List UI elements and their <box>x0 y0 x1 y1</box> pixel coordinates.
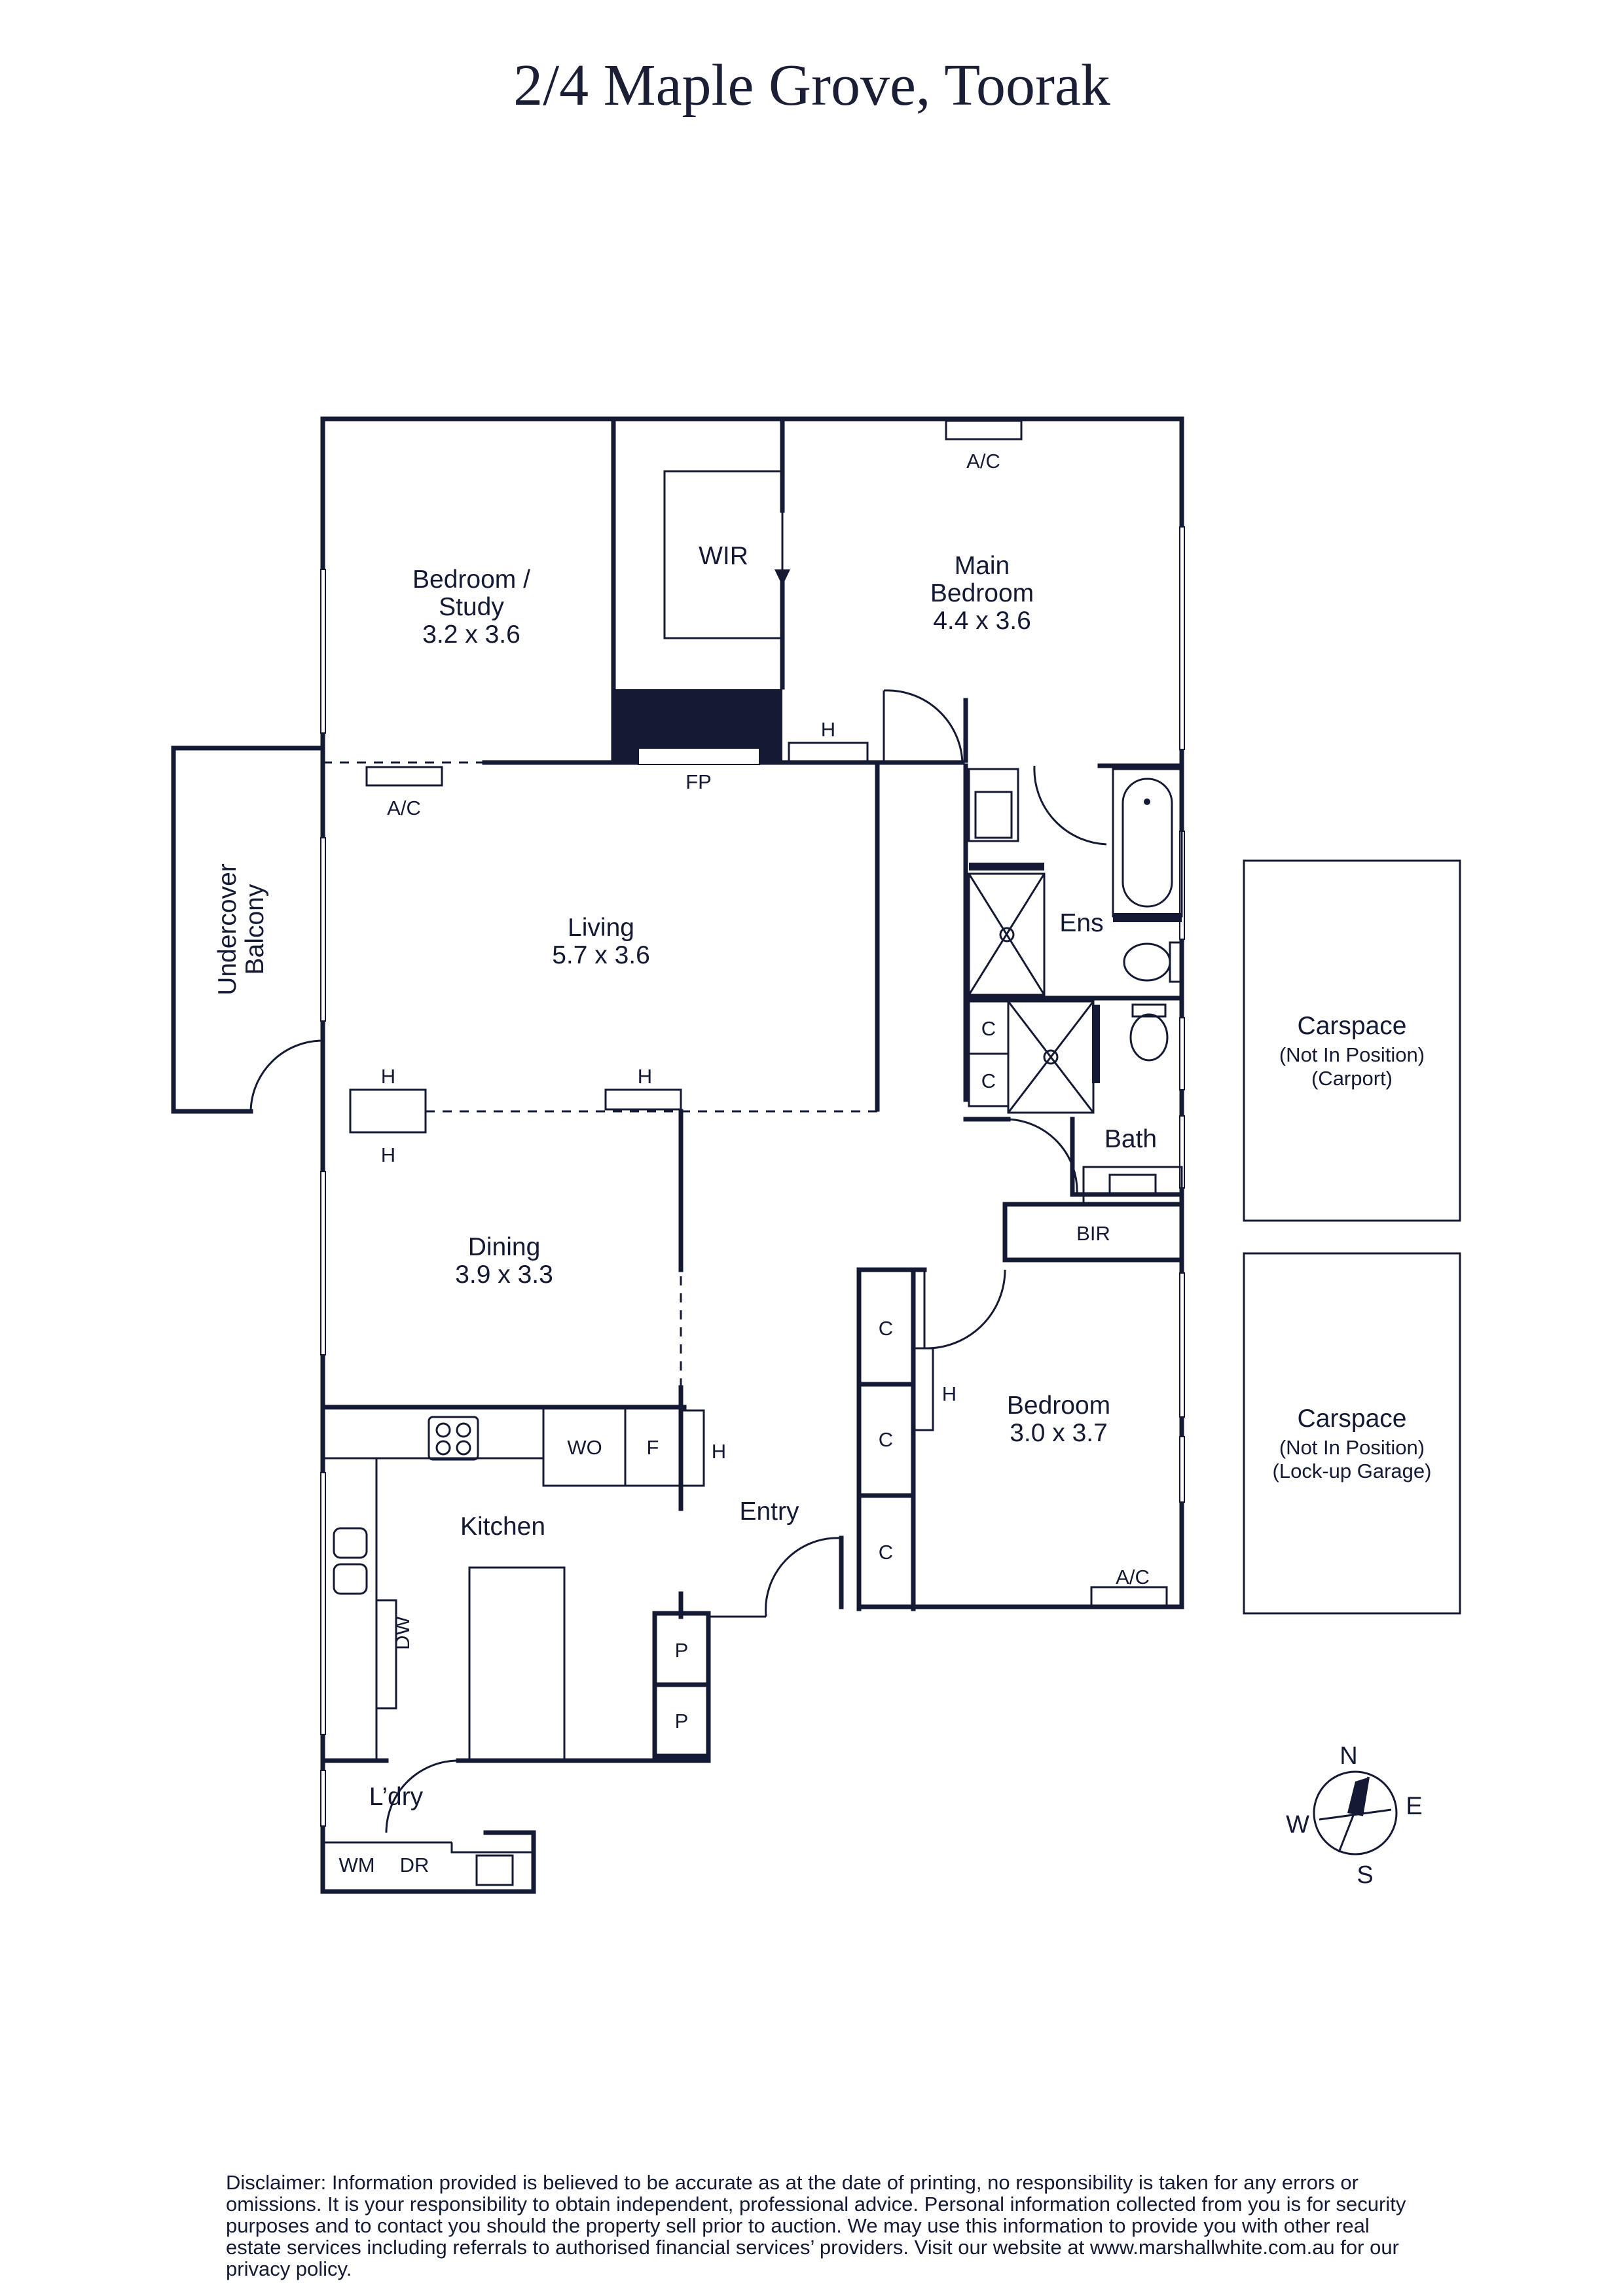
dining-size: 3.9 x 3.3 <box>455 1261 553 1289</box>
carspace-1-note-2: (Carport) <box>1311 1067 1393 1090</box>
entry-name: Entry <box>739 1498 799 1526</box>
cupboard-label-bed-3: C <box>879 1541 893 1564</box>
heater-living <box>604 1088 682 1111</box>
kitchen-name: Kitchen <box>460 1513 545 1541</box>
fireplace-hearth <box>638 747 760 765</box>
bedroom-study-size: 3.2 x 3.6 <box>422 620 520 649</box>
heater-bedroom <box>912 1347 934 1431</box>
laundry-fixtures <box>323 1841 534 1886</box>
page-title: 2/4 Maple Grove, Toorak <box>513 53 1110 118</box>
open-plan-lines <box>323 761 877 1388</box>
compass-west: W <box>1286 1811 1309 1839</box>
cupboard-label-bath-2: C <box>981 1069 996 1092</box>
cupboard-label-bath-1: C <box>981 1017 996 1040</box>
kitchen-fixtures <box>323 1406 682 1762</box>
bath-label: Bath <box>1104 1125 1157 1153</box>
washing-machine-label: WM <box>338 1854 374 1876</box>
pantry-label-1: P <box>675 1639 689 1662</box>
carspace-2-name: Carspace <box>1298 1405 1407 1433</box>
pantry-label-2: P <box>675 1710 689 1732</box>
compass-icon <box>1313 1770 1398 1856</box>
ensuite-fixtures <box>968 768 1183 996</box>
fireplace-label: FP <box>685 770 712 793</box>
wall-oven-label: WO <box>567 1436 602 1459</box>
compass-east: E <box>1406 1793 1422 1820</box>
ac-unit-study <box>365 766 443 787</box>
dryer-label: DR <box>400 1854 429 1876</box>
carspace-1-note-1: (Not In Position) <box>1279 1043 1425 1066</box>
carspace-2-note-2: (Lock-up Garage) <box>1273 1460 1432 1482</box>
bath-fixtures <box>968 1000 1183 1204</box>
heater-label-dining: H <box>381 1143 395 1166</box>
main-bedroom-name-1: Main <box>955 552 1010 580</box>
ac-label-bedroom: A/C <box>1116 1566 1150 1588</box>
living-name: Living <box>568 914 634 942</box>
bedroom-size: 3.0 x 3.7 <box>1010 1419 1108 1447</box>
heater-label-bedroom: H <box>942 1382 957 1405</box>
wir-door-arrow <box>775 569 790 586</box>
living-size: 5.7 x 3.6 <box>552 941 650 969</box>
compass-north: N <box>1340 1742 1357 1770</box>
carspace-2-note-1: (Not In Position) <box>1279 1436 1425 1459</box>
balcony-name-1: Undercover <box>213 863 242 996</box>
dining-name: Dining <box>468 1233 541 1261</box>
ensuite-label: Ens <box>1059 909 1103 937</box>
bedroom-name: Bedroom <box>1007 1391 1110 1420</box>
carspace-carport <box>1243 859 1461 1222</box>
heater-entry <box>680 1409 705 1487</box>
ac-unit-main <box>945 420 1023 440</box>
ac-unit-bedroom <box>1090 1586 1168 1607</box>
laundry-name: L’dry <box>369 1783 424 1811</box>
main-bedroom-size: 4.4 x 3.6 <box>933 607 1031 635</box>
doors <box>249 689 1107 1833</box>
heater-main <box>788 742 869 762</box>
disclaimer-text: Disclaimer: Information provided is beli… <box>226 2171 1406 2280</box>
compass-south: S <box>1357 1861 1373 1889</box>
cupboard-label-bed-2: C <box>879 1428 893 1451</box>
cupboard-label-bed-1: C <box>879 1317 893 1340</box>
balcony-name-2: Balcony <box>241 884 269 975</box>
heater-label-entry: H <box>712 1440 726 1463</box>
fridge-label: F <box>647 1436 659 1459</box>
dishwasher-label: DW <box>391 1615 414 1649</box>
heater-label-main: H <box>821 718 835 741</box>
main-bedroom-name-2: Bedroom <box>930 579 1034 607</box>
heater-living-dining <box>349 1088 427 1134</box>
ac-label-study: A/C <box>387 797 421 819</box>
wir-label: WIR <box>699 542 748 570</box>
ac-label-main: A/C <box>966 450 1000 473</box>
heater-label-living: H <box>381 1065 395 1088</box>
carspace-1-name: Carspace <box>1298 1012 1407 1040</box>
bedroom-study-name-2: Study <box>439 593 504 621</box>
bir-label: BIR <box>1076 1222 1110 1245</box>
heater-label-living-2: H <box>638 1065 652 1088</box>
bedroom-study-name-1: Bedroom / <box>412 565 530 594</box>
carspace-garage <box>1243 1252 1461 1615</box>
